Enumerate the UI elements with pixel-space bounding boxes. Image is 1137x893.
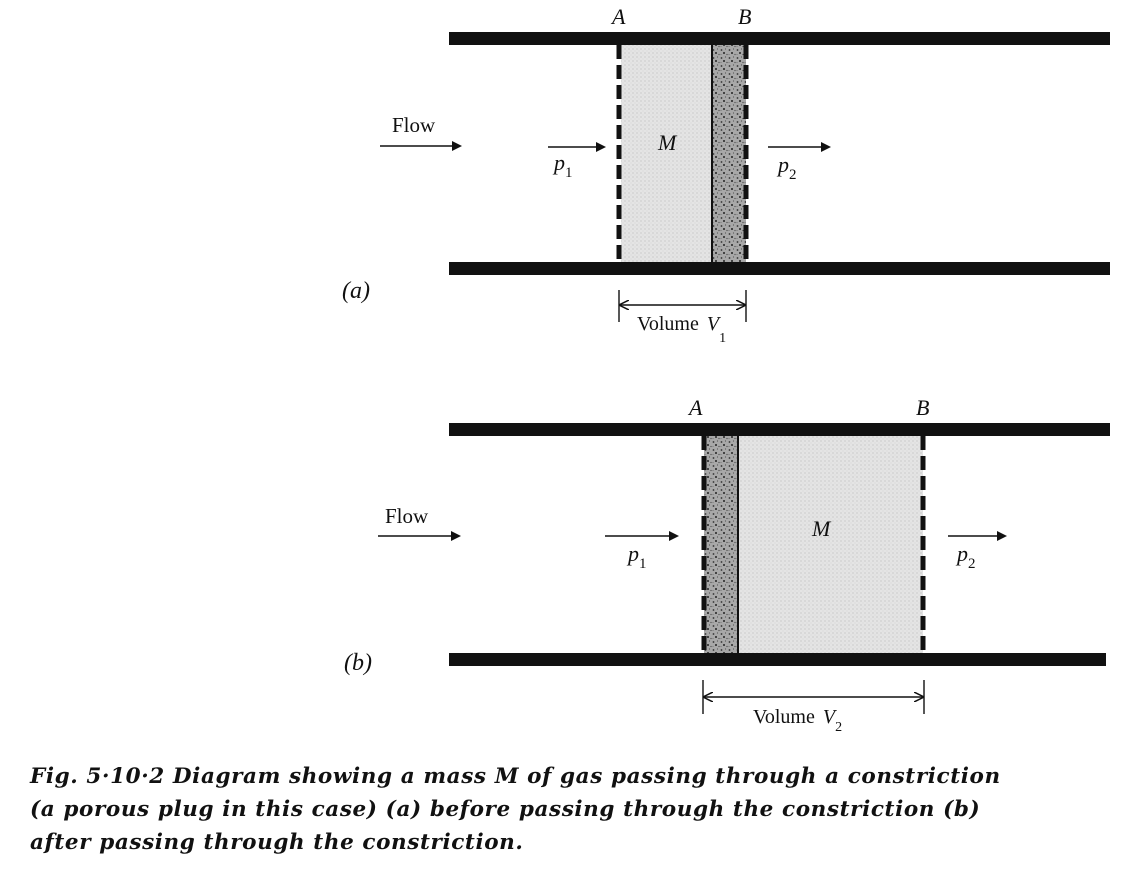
mass-label-a: M [657, 130, 678, 155]
porous-plug-a [712, 45, 746, 262]
wall-b-label-a: B [738, 4, 751, 29]
wall-a-label-a: A [610, 4, 626, 29]
p2-label-b: p2 [955, 541, 976, 572]
panel-label-a: (a) [342, 278, 370, 304]
p1-label-b: p1 [626, 541, 647, 572]
panel-label-b: (b) [344, 650, 372, 676]
pipe-top-wall-b [449, 423, 1110, 436]
gas-region-b [738, 436, 923, 653]
p1-label-a: p1 [552, 150, 573, 181]
pipe-top-wall-a [449, 32, 1110, 45]
flow-label-b: Flow [385, 504, 429, 528]
flow-label-a: Flow [392, 113, 436, 137]
p2-label-a: p2 [776, 152, 797, 183]
wall-a-label-b: A [687, 395, 703, 420]
pipe-bottom-wall-a [449, 262, 1110, 275]
caption-line-1: Fig. 5·10·2 Diagram showing a mass M of … [30, 764, 1001, 789]
mass-label-b: M [811, 516, 832, 541]
figure-caption: Fig. 5·10·2 Diagram showing a mass M of … [30, 760, 1120, 859]
wall-b-label-b: B [916, 395, 929, 420]
pipe-bottom-wall-b [449, 653, 1106, 666]
porous-plug-b [704, 436, 738, 653]
gas-region-a [621, 45, 712, 262]
caption-line-3: after passing through the constriction. [30, 830, 524, 855]
caption-line-2: (a porous plug in this case) (a) before … [30, 797, 981, 822]
